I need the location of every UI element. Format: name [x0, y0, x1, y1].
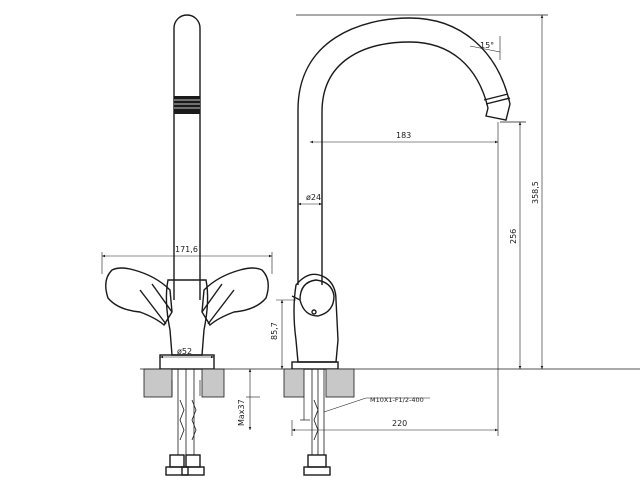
front-right-handle	[201, 267, 269, 327]
side-body	[293, 273, 339, 363]
side-hoses	[300, 369, 331, 476]
front-view: 171,6 ø52 85,7 Max37	[101, 14, 640, 476]
dim-base-height: 85,7	[270, 322, 279, 340]
front-left-handle	[105, 267, 173, 327]
side-counter-left	[283, 368, 305, 398]
front-aerator	[174, 96, 200, 114]
front-hoses	[165, 369, 205, 476]
side-spout-outer	[297, 17, 511, 285]
dim-overall-reach: 220	[392, 419, 407, 428]
dim-total-height: 358,5	[531, 181, 540, 204]
side-spout-tip	[485, 103, 511, 121]
dim-handle-span: 171,6	[175, 245, 198, 254]
dim-base-diameter: ø52	[177, 347, 192, 356]
dim-spout-reach: 183	[396, 131, 411, 140]
front-spout-pipe	[173, 14, 201, 300]
side-spout-inner	[321, 41, 489, 285]
side-view: M10X1-F1/2-400 15° 183 ø24 256 358,5 220	[283, 14, 548, 476]
front-counter-left	[143, 368, 173, 398]
side-lever	[299, 279, 335, 317]
front-body	[165, 279, 209, 356]
dim-spout-height: 256	[509, 229, 518, 244]
side-counter-right	[325, 368, 355, 398]
dim-spout-angle: 15°	[480, 41, 494, 50]
dim-pipe-diameter: ø24	[306, 193, 321, 202]
side-base	[291, 361, 339, 370]
front-counter-right	[201, 368, 225, 398]
dim-thread-spec: M10X1-F1/2-400	[370, 396, 424, 404]
dim-max-counter: Max37	[237, 399, 246, 426]
